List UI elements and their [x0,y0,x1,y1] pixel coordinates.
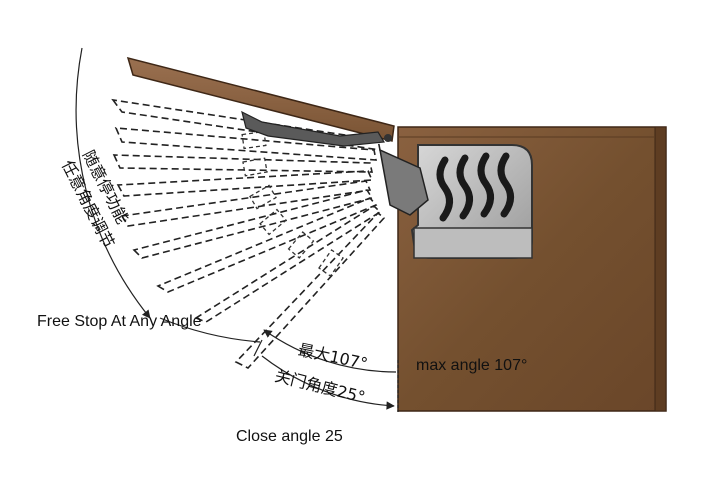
ghost-door-4 [116,170,374,197]
ghost-arm-6 [318,249,344,277]
en-free-stop-label: Free Stop At Any Angle [37,313,202,330]
ghost-door-9 [234,211,386,369]
ghost-door-8 [194,204,382,323]
spring-1 [436,156,453,222]
open-door [126,56,395,147]
door-arm [241,110,386,147]
free-stop-arc-lower [159,317,261,343]
ghost-door-6 [132,189,374,259]
en-max-angle-label: max angle 107° [416,357,528,374]
spring-2 [456,154,473,220]
ghost-arm-4 [259,208,287,236]
ghost-door-7 [156,197,378,293]
lift-mechanism [379,144,533,259]
cabinet-edge [654,126,667,412]
ghost-arm-1 [241,130,267,150]
mechanism-base [413,227,533,259]
ghost-door-2 [114,127,377,161]
en-close-angle-label: Close angle 25 [236,428,343,445]
free-stop-arc [75,47,151,319]
ghost-arm-5 [287,231,315,259]
close-angle-tick [253,339,263,357]
angle-arcs [75,47,399,412]
ghost-arms [241,130,344,277]
ghost-door-5 [120,180,372,227]
ghost-arm-3 [249,184,277,210]
max-angle-arc [263,329,397,373]
spring-4 [497,152,514,218]
door-panel [126,56,395,142]
door-pivot [384,134,392,142]
ghost-door-3 [112,154,374,173]
ghost-arm-2 [242,157,268,177]
arm-bracket [379,148,429,216]
spring-3 [477,152,494,218]
close-angle-arc [261,355,395,410]
